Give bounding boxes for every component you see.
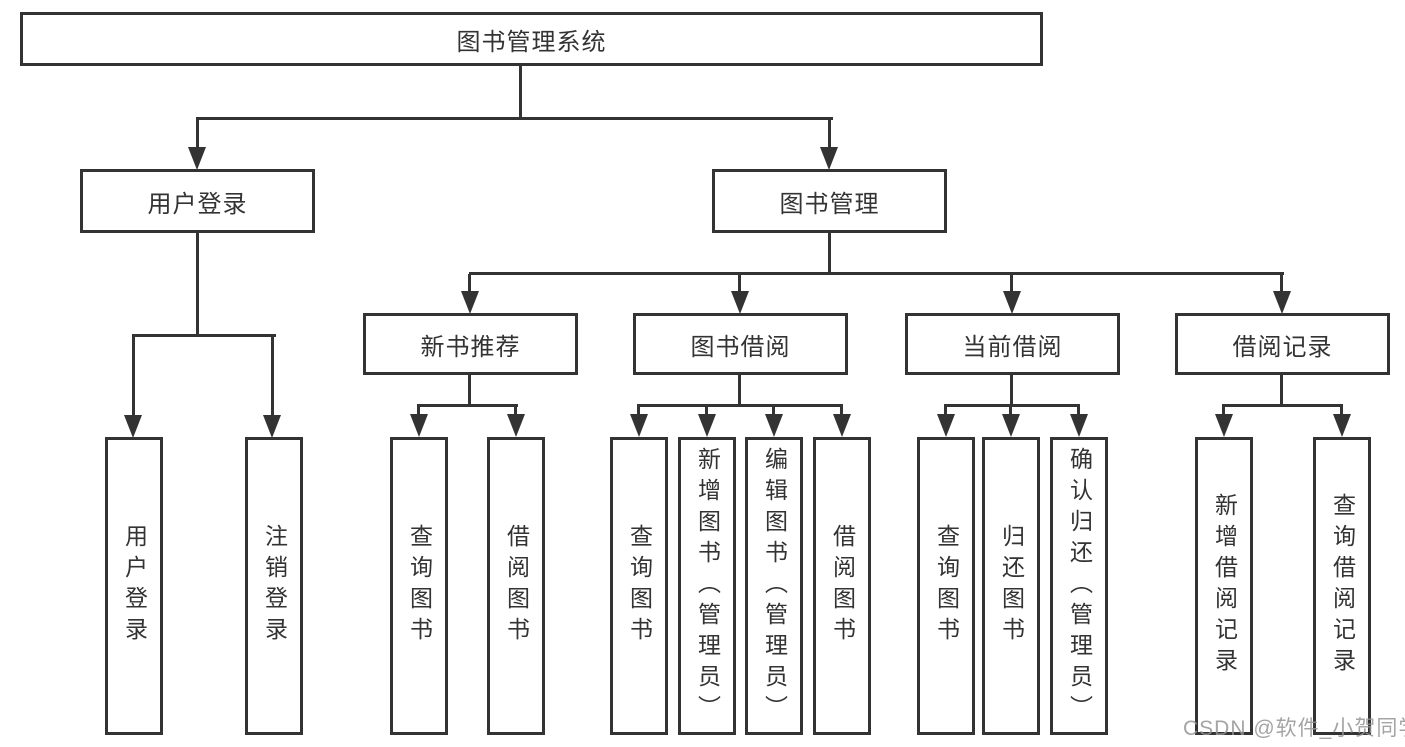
connector-stem — [772, 406, 775, 418]
connector-bar — [469, 272, 1284, 275]
arrow-down — [937, 414, 955, 437]
arrow-down — [833, 414, 851, 437]
connector-stem — [196, 119, 199, 150]
arrow-down — [820, 147, 838, 170]
arrow-down — [507, 414, 525, 437]
leaf-add-book-admin: 新增图书（管理员） — [678, 437, 736, 735]
connector-bar — [132, 334, 276, 337]
connector-root-bar — [196, 117, 833, 120]
leaf-borrow-books: 借阅图书 — [813, 437, 871, 735]
node-user-login: 用户登录 — [80, 169, 315, 233]
connector-stem — [1280, 274, 1283, 294]
connector-bar — [637, 404, 843, 407]
connector-stem — [738, 274, 741, 294]
leaf-label: 借阅图书 — [503, 524, 530, 648]
leaf-label: 确认归还（管理员） — [1066, 446, 1093, 726]
leaf-query-borrow-record: 查询借阅记录 — [1313, 437, 1371, 735]
arrow-down — [263, 415, 281, 438]
connector-stem — [514, 406, 517, 418]
arrow-down — [461, 291, 479, 314]
connector-stem — [1077, 406, 1080, 418]
arrow-down — [698, 414, 716, 437]
node-borrow-records: 借阅记录 — [1175, 313, 1390, 375]
connector-stem — [944, 406, 947, 418]
connector-stem — [1340, 406, 1343, 418]
leaf-edit-book-admin: 编辑图书（管理员） — [745, 437, 803, 735]
connector-stem — [1010, 274, 1013, 294]
connector-bar — [417, 404, 518, 407]
leaf-label: 注销登录 — [261, 524, 288, 648]
leaf-label: 查询借阅记录 — [1329, 493, 1356, 679]
arrow-down — [124, 415, 142, 438]
leaf-query-books-recommend: 查询图书 — [390, 437, 448, 735]
leaf-label: 编辑图书（管理员） — [761, 446, 788, 726]
arrow-down — [1002, 414, 1020, 437]
arrow-down — [410, 414, 428, 437]
connector-stem — [828, 119, 831, 150]
arrow-down — [1215, 414, 1233, 437]
arrow-down — [1003, 291, 1021, 314]
leaf-label: 用户登录 — [121, 524, 148, 648]
leaf-label: 查询图书 — [406, 524, 433, 648]
connector-stem — [1010, 375, 1013, 407]
arrow-down — [765, 414, 783, 437]
connector-bar — [944, 404, 1080, 407]
connector-stem — [271, 336, 274, 416]
csdn-watermark: CSDN @软件_小贺同学 — [1183, 717, 1405, 740]
connector-stem — [468, 375, 471, 407]
node-new-book-recommend: 新书推荐 — [363, 313, 578, 375]
arrow-down — [1070, 414, 1088, 437]
node-current-borrow: 当前借阅 — [905, 313, 1120, 375]
connector-stem — [1009, 406, 1012, 418]
connector-stem — [417, 406, 420, 418]
node-library-management-system: 图书管理系统 — [20, 12, 1043, 66]
connector-stem — [132, 336, 135, 416]
leaf-label: 归还图书 — [998, 524, 1025, 648]
arrow-down — [188, 147, 206, 170]
leaf-query-books-borrow: 查询图书 — [610, 437, 668, 735]
connector-stem — [468, 274, 471, 294]
leaf-label: 借阅图书 — [829, 524, 856, 648]
arrow-down — [630, 414, 648, 437]
connector-bar — [1222, 404, 1343, 407]
connector-stem — [1280, 375, 1283, 407]
arrow-down — [1333, 414, 1351, 437]
leaf-logout: 注销登录 — [245, 437, 303, 735]
connector-root-stem — [519, 66, 522, 120]
connector-stem — [828, 233, 831, 274]
leaf-return-book: 归还图书 — [982, 437, 1040, 735]
leaf-borrow-books-recommend: 借阅图书 — [487, 437, 545, 735]
connector-stem — [1222, 406, 1225, 418]
leaf-label: 新增图书（管理员） — [694, 446, 721, 726]
leaf-confirm-return-admin: 确认归还（管理员） — [1050, 437, 1108, 735]
connector-stem — [637, 406, 640, 418]
leaf-query-books-current: 查询图书 — [917, 437, 975, 735]
node-book-management: 图书管理 — [712, 169, 947, 233]
arrow-down — [1273, 291, 1291, 314]
node-book-borrow: 图书借阅 — [633, 313, 848, 375]
leaf-label: 查询图书 — [626, 524, 653, 648]
leaf-user-login: 用户登录 — [105, 437, 163, 735]
connector-stem — [738, 375, 741, 407]
connector-stem — [705, 406, 708, 418]
leaf-add-borrow-record: 新增借阅记录 — [1195, 437, 1253, 735]
connector-stem — [840, 406, 843, 418]
connector-stem — [196, 233, 199, 336]
leaf-label: 新增借阅记录 — [1211, 493, 1238, 679]
arrow-down — [731, 291, 749, 314]
leaf-label: 查询图书 — [933, 524, 960, 648]
